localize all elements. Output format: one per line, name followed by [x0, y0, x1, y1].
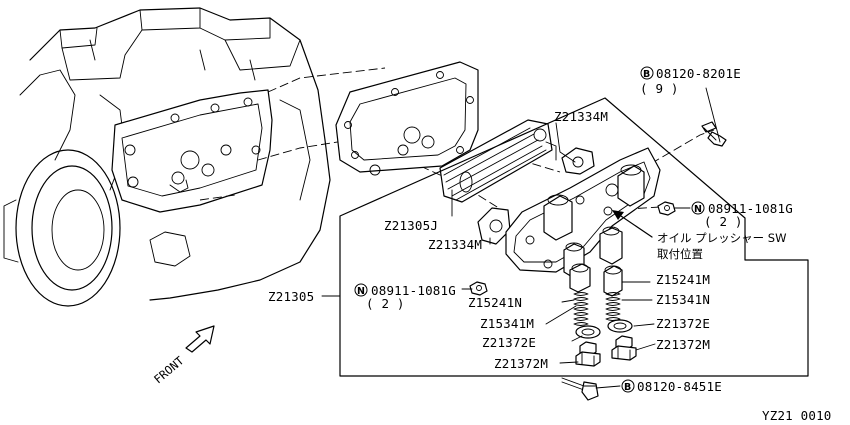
- plug-right: [611, 335, 637, 361]
- label-valve-left: Z15241N: [468, 295, 522, 310]
- relief-valve-left: [569, 263, 591, 293]
- svg-text:08911-1081G: 08911-1081G: [371, 283, 456, 298]
- oil-cooler-core: [439, 119, 557, 203]
- svg-text:08120-8451E: 08120-8451E: [637, 379, 722, 394]
- plug-left: [575, 341, 601, 367]
- svg-text:( 2 ): ( 2 ): [366, 296, 405, 311]
- spring-left: [573, 292, 589, 326]
- nut-label-right: N 08911-1081G ( 2 ): [691, 201, 793, 229]
- nut-label-left: N 08911-1081G ( 2 ): [354, 283, 456, 311]
- svg-text:B: B: [643, 69, 650, 80]
- washer-left: [575, 325, 601, 339]
- label-gasket-top: Z21334M: [554, 109, 608, 124]
- diagram-code: YZ21 0010: [762, 408, 832, 423]
- washer-right: [607, 319, 633, 333]
- label-plug-left: Z21372M: [494, 356, 548, 371]
- label-cooler-core: Z21305J: [384, 218, 438, 233]
- bolt-top: [701, 121, 727, 147]
- leader-lines: [321, 87, 721, 389]
- cooler-housing: [505, 147, 661, 279]
- nut-left: [469, 281, 488, 296]
- svg-text:N: N: [357, 286, 365, 297]
- bolt-bottom: [561, 377, 599, 401]
- svg-text:08911-1081G: 08911-1081G: [708, 201, 793, 216]
- engine-block: [3, 7, 331, 307]
- label-washer-right: Z21372E: [656, 316, 710, 331]
- front-label: FRONT: [151, 353, 187, 386]
- bolt-label-bottom: B 08120-8451E: [621, 379, 722, 394]
- label-assembly: Z21305: [268, 289, 314, 304]
- svg-text:取付位置: 取付位置: [657, 247, 703, 261]
- svg-text:B: B: [624, 382, 631, 393]
- label-washer-left: Z21372E: [482, 335, 536, 350]
- svg-text:N: N: [694, 204, 702, 215]
- label-gasket-left: Z21334M: [428, 237, 482, 252]
- svg-text:( 2 ): ( 2 ): [704, 214, 743, 229]
- label-plug-right: Z21372M: [656, 337, 710, 352]
- bolt-label-top: B 08120-8201E ( 9 ): [640, 66, 741, 96]
- front-arrow: FRONT: [151, 325, 215, 386]
- oil-pressure-switch-note: オイル プレッシャー SW 取付位置: [657, 231, 786, 261]
- relief-valve-right: [603, 265, 623, 297]
- gasket-small-left: [477, 207, 511, 245]
- label-spring-right: Z15341N: [656, 292, 710, 307]
- label-valve-right: Z15241M: [656, 272, 710, 287]
- assembly-frame: [339, 97, 809, 377]
- gasket-small-top: [561, 147, 595, 175]
- spring-right: [605, 292, 621, 321]
- svg-text:オイル プレッシャー SW: オイル プレッシャー SW: [657, 231, 786, 245]
- svg-text:( 9 ): ( 9 ): [640, 81, 679, 96]
- nut-right: [657, 201, 676, 216]
- label-spring-left: Z15341M: [480, 316, 534, 331]
- gasket-outer: [335, 61, 479, 176]
- svg-text:08120-8201E: 08120-8201E: [656, 66, 741, 81]
